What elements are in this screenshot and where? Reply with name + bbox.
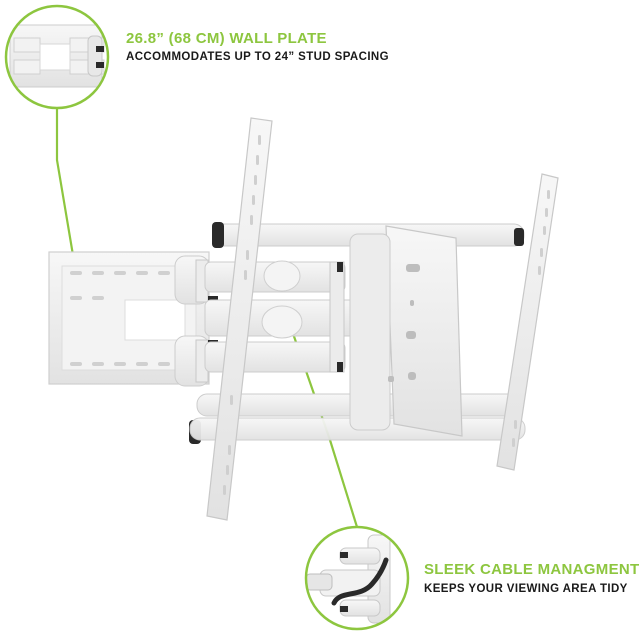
wall-plate-subtitle: ACCOMMODATES UP TO 24” STUD SPACING [126, 51, 389, 63]
cable-management-detail-icon [304, 525, 410, 631]
right-vertical-arm [496, 173, 559, 471]
wall-plate [48, 251, 210, 385]
left-vertical-arm [206, 117, 273, 521]
center-carriage [349, 225, 463, 437]
tv-mount-bracket [48, 117, 559, 521]
wall-plate-leader [55, 108, 78, 274]
cable-management-subtitle: KEEPS YOUR VIEWING AREA TIDY [424, 583, 628, 595]
wall-plate-title: 26.8” (68 CM) WALL PLATE [126, 30, 327, 47]
cable-management-title: SLEEK CABLE MANAGMENT [424, 561, 640, 578]
wall-plate-detail-icon [4, 4, 110, 110]
